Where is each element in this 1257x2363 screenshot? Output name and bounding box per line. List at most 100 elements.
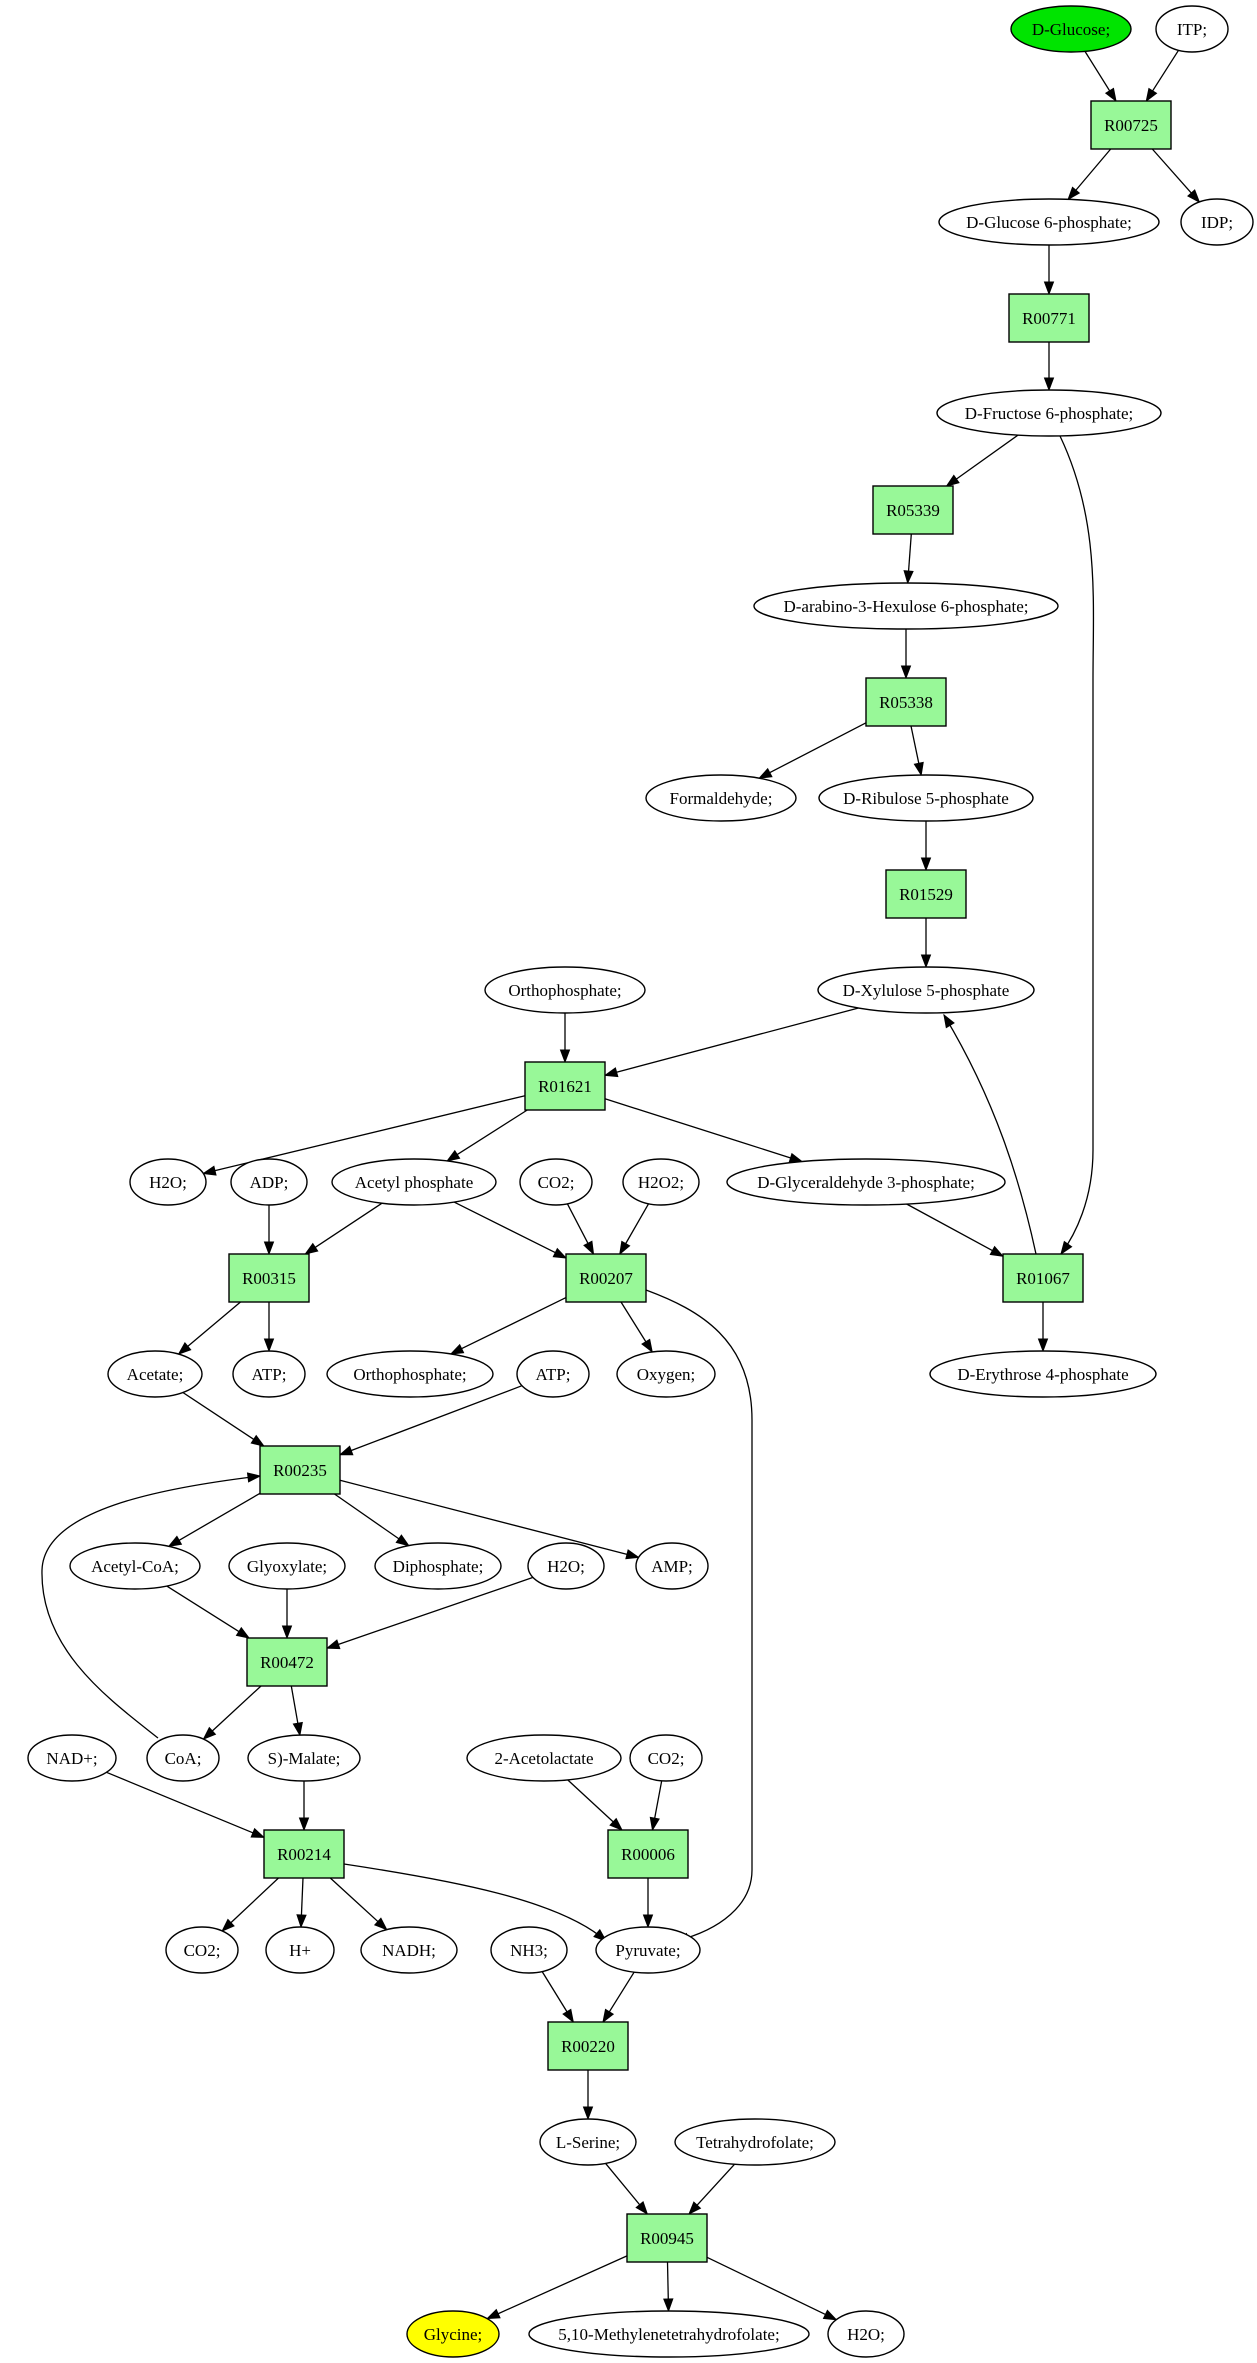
arrowhead [582, 2106, 594, 2121]
reaction-node-r00315[interactable]: R00315 [228, 1253, 310, 1303]
compound-node-adp[interactable]: ADP; [230, 1158, 308, 1206]
node-label: H2O2; [638, 1173, 684, 1192]
reaction-node-r01621[interactable]: R01621 [524, 1061, 606, 1111]
compound-node-glyoxylate[interactable]: Glyoxylate; [228, 1542, 346, 1590]
edge-c_dglucose-to-r_r00725 [1084, 51, 1117, 103]
compound-node-d-erythrose-4-phosphate[interactable]: D-Erythrose 4-phosphate [929, 1350, 1157, 1398]
compound-node-formaldehyde[interactable]: Formaldehyde; [645, 774, 797, 822]
compound-node-nadh[interactable]: NADH; [360, 1926, 458, 1974]
reaction-node-r00214[interactable]: R00214 [263, 1829, 345, 1879]
compound-node-h2o2[interactable]: H2O2; [622, 1158, 700, 1206]
edge-c_xylulose5p-to-r_r01621 [603, 1007, 859, 1078]
arrowhead [609, 1817, 624, 1831]
edge-line [329, 1877, 380, 1923]
compound-node-h2o[interactable]: H2O; [827, 2310, 905, 2358]
edge-line [955, 434, 1019, 481]
node-label: R05339 [886, 501, 940, 520]
compound-ellipse [1180, 198, 1254, 246]
compound-node-nh3[interactable]: NH3; [490, 1926, 568, 1974]
compound-node-h2o[interactable]: H2O; [527, 1542, 605, 1590]
arrowhead [635, 2201, 649, 2216]
node-label: 5,10-Methylenetetrahydrofolate; [558, 2325, 779, 2344]
compound-node-pyruvate[interactable]: Pyruvate; [595, 1926, 701, 1974]
reaction-node-r01529[interactable]: R01529 [885, 869, 967, 919]
edge-line [645, 1289, 753, 1942]
compound-node-co2[interactable]: CO2; [519, 1158, 593, 1206]
compound-node-d-fructose-6-phosphate[interactable]: D-Fructose 6-phosphate; [936, 389, 1162, 437]
edge-c_pyruvate-to-r_r00220 [602, 1971, 635, 2024]
compound-node-2-acetolactate[interactable]: 2-Acetolactate [466, 1734, 622, 1782]
edge-c_orthophosphate1-to-r_r01621 [559, 1013, 571, 1064]
reaction-node-r00235[interactable]: R00235 [259, 1445, 341, 1495]
compound-node-d-ribulose-5-phosphate[interactable]: D-Ribulose 5-phosphate [818, 774, 1034, 822]
node-label: Formaldehyde; [670, 789, 773, 808]
compound-node-amp[interactable]: AMP; [635, 1542, 709, 1590]
compound-node-atp[interactable]: ATP; [232, 1350, 306, 1398]
arrowhead [202, 1726, 217, 1741]
compound-node-d-glucose-6-phosphate[interactable]: D-Glucose 6-phosphate; [938, 198, 1160, 246]
reaction-box [1002, 1253, 1084, 1303]
edge-line [290, 1685, 299, 1725]
edge-r_r01621-to-c_acetylp [445, 1109, 528, 1162]
compound-node-itp[interactable]: ITP; [1155, 5, 1229, 53]
compound-node-d-glucose[interactable]: D-Glucose; [1010, 5, 1132, 53]
reaction-node-r00771[interactable]: R00771 [1008, 293, 1090, 343]
node-label: R01621 [538, 1077, 592, 1096]
compound-node-idp[interactable]: IDP; [1180, 198, 1254, 246]
compound-node-h2o[interactable]: H2O; [129, 1158, 207, 1206]
edge-r_r00006-to-c_pyruvate [642, 1878, 654, 1929]
compound-node-oxygen[interactable]: Oxygen; [616, 1350, 716, 1398]
reaction-node-r05338[interactable]: R05338 [865, 677, 947, 727]
compound-node-acetate[interactable]: Acetate; [107, 1350, 203, 1398]
compound-node-diphosphate[interactable]: Diphosphate; [374, 1542, 502, 1590]
reaction-box [246, 1637, 328, 1687]
edge-r_r00235-to-c_diphosphate [334, 1493, 410, 1547]
reaction-node-r00220[interactable]: R00220 [547, 2021, 629, 2071]
arrowhead [943, 1013, 955, 1029]
compound-node-acetyl-phosphate[interactable]: Acetyl phosphate [331, 1158, 497, 1206]
compound-node-co2[interactable]: CO2; [629, 1734, 703, 1782]
edge-line [211, 1685, 262, 1733]
compound-node-co2[interactable]: CO2; [165, 1926, 239, 1974]
compound-node-tetrahydrofolate[interactable]: Tetrahydrofolate; [674, 2118, 836, 2166]
reaction-node-r00006[interactable]: R00006 [607, 1829, 689, 1879]
compound-node-l-serine[interactable]: L-Serine; [539, 2118, 637, 2166]
edge-c_f6p-to-r_r05339 [945, 434, 1019, 487]
compound-node-s-malate[interactable]: S)-Malate; [247, 1734, 361, 1782]
arrowhead [338, 1445, 354, 1456]
compound-node-atp[interactable]: ATP; [516, 1350, 590, 1398]
compound-node-5-10-methylenetetrahydrofolate[interactable]: 5,10-Methylenetetrahydrofolate; [528, 2310, 810, 2358]
compound-node-coa[interactable]: CoA; [146, 1734, 220, 1782]
compound-ellipse [232, 1350, 306, 1398]
reaction-node-r00945[interactable]: R00945 [626, 2213, 708, 2263]
compound-node-d-glyceraldehyde-3-phosphate[interactable]: D-Glyceraldehyde 3-phosphate; [726, 1158, 1006, 1206]
compound-node-orthophosphate[interactable]: Orthophosphate; [484, 966, 646, 1014]
reaction-node-r00725[interactable]: R00725 [1090, 100, 1172, 150]
compound-ellipse [516, 1350, 590, 1398]
compound-node-orthophosphate[interactable]: Orthophosphate; [326, 1350, 494, 1398]
compound-node-d-xylulose-5-phosphate[interactable]: D-Xylulose 5-phosphate [817, 966, 1035, 1014]
node-label: R05338 [879, 693, 933, 712]
edge-line [1151, 148, 1193, 195]
arrowhead [325, 1639, 341, 1650]
reaction-node-r01067[interactable]: R01067 [1002, 1253, 1084, 1303]
reaction-node-r05339[interactable]: R05339 [872, 485, 954, 535]
edge-c_h2o3-to-r_r00472 [325, 1576, 534, 1650]
compound-node-nad[interactable]: NAD+; [27, 1734, 117, 1782]
compound-node-d-arabino-3-hexulose-6-phosphate[interactable]: D-arabino-3-Hexulose 6-phosphate; [753, 582, 1059, 630]
compound-node-glycine[interactable]: Glycine; [406, 2310, 500, 2358]
edge-line [943, 1014, 1037, 1255]
arrowhead [292, 1721, 303, 1737]
node-label: R00315 [242, 1269, 296, 1288]
reaction-box [565, 1253, 647, 1303]
node-label: R00771 [1022, 309, 1076, 328]
reaction-node-r00472[interactable]: R00472 [246, 1637, 328, 1687]
compound-node-h[interactable]: H+ [265, 1926, 335, 1974]
reaction-node-r00207[interactable]: R00207 [565, 1253, 647, 1303]
edge-c_smalate-to-r_r00214 [298, 1781, 310, 1832]
edge-r_r00214-to-c_co2_3 [221, 1877, 279, 1932]
edge-c_g6p-to-r_r00771 [1043, 245, 1055, 296]
node-label: CO2; [648, 1749, 685, 1768]
edge-line [177, 1492, 261, 1542]
compound-node-acetyl-coa[interactable]: Acetyl-CoA; [69, 1542, 201, 1590]
